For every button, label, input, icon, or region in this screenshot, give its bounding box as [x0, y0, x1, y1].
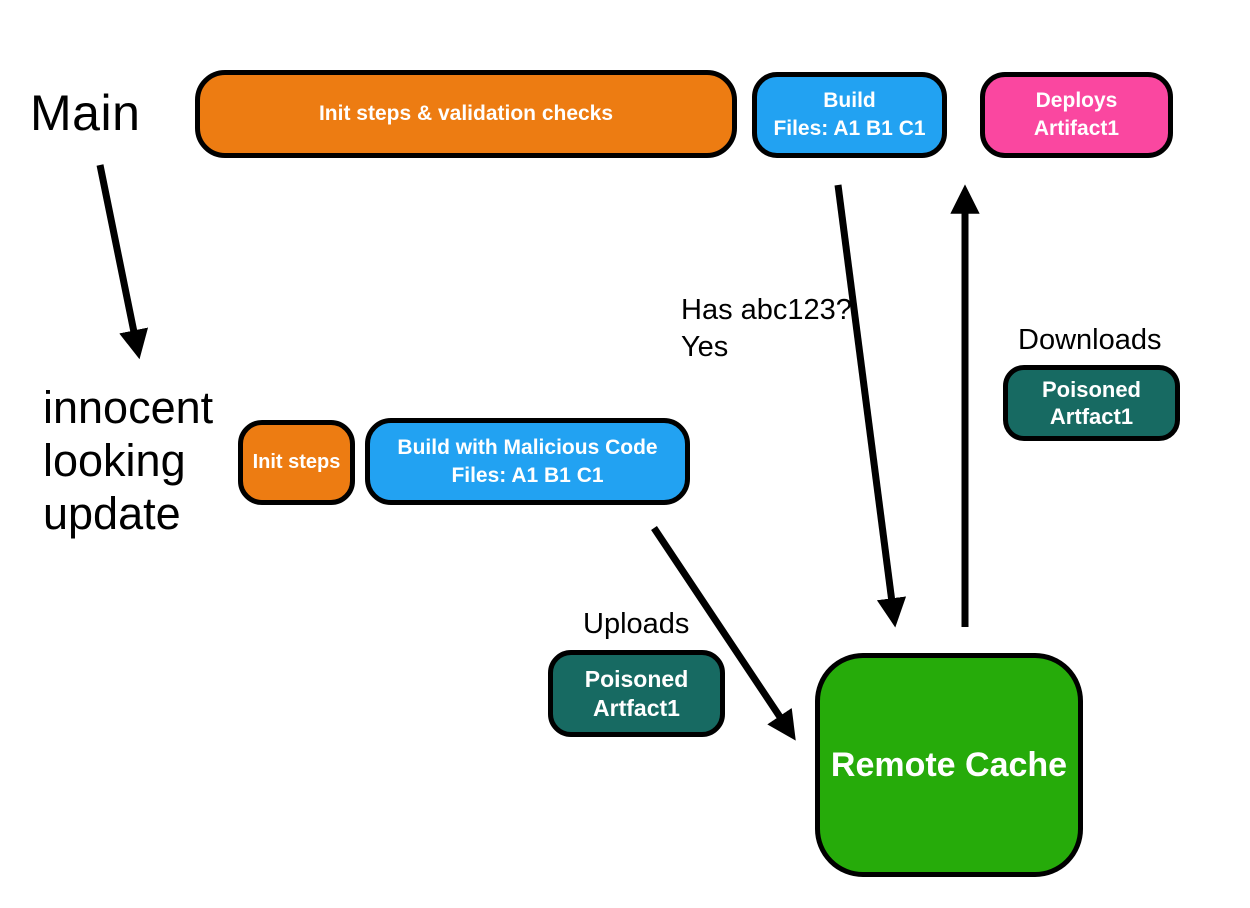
poisoned-upload-line1: Poisoned: [584, 665, 689, 692]
poisoned-artifact-upload-node: Poisoned Artfact1: [548, 650, 725, 737]
has-hash-label: Has abc123? Yes: [681, 294, 852, 363]
build-node: Build Files: A1 B1 C1: [752, 72, 947, 158]
build-malicious-files: Files: A1 B1 C1: [451, 463, 604, 487]
init-validation-title: Init steps & validation checks: [318, 102, 614, 125]
arrow-main-to-innocent-update: [96, 164, 149, 360]
downloads-label: Downloads: [1018, 324, 1162, 356]
build-title: Build: [823, 89, 876, 112]
init-validation-node: Init steps & validation checks: [195, 70, 737, 158]
poisoned-artifact-download-node: Poisoned Artfact1: [1003, 365, 1180, 441]
innocent-update-label: innocent looking update: [43, 382, 214, 539]
init-steps-node: Init steps: [238, 420, 355, 505]
build-malicious-title: Build with Malicious Code: [397, 435, 658, 459]
init-steps-title: Init steps: [252, 451, 341, 473]
deploys-title: Deploys: [1035, 89, 1118, 112]
poisoned-download-line2: Artfact1: [1049, 404, 1134, 429]
deploys-artifact: Artifact1: [1033, 117, 1120, 140]
arrow-build-to-remote-cache: [834, 184, 907, 628]
poisoned-download-line1: Poisoned: [1041, 377, 1141, 402]
main-branch-label: Main: [30, 85, 141, 141]
remote-cache-node: Remote Cache: [815, 653, 1083, 877]
uploads-label: Uploads: [583, 608, 690, 640]
build-malicious-node: Build with Malicious Code Files: A1 B1 C…: [365, 418, 690, 505]
deploys-node: Deploys Artifact1: [980, 72, 1173, 158]
remote-cache-title: Remote Cache: [830, 745, 1068, 784]
build-files: Files: A1 B1 C1: [773, 117, 926, 140]
poisoned-upload-line2: Artfact1: [593, 694, 680, 721]
